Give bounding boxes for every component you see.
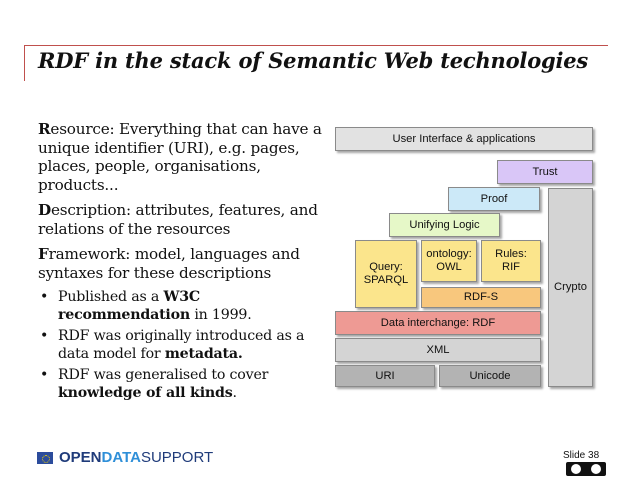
- paragraph-text: escription: attributes, features, and re…: [38, 201, 318, 238]
- initial-letter: F: [38, 245, 49, 263]
- paragraph-description: Description: attributes, features, and r…: [38, 201, 330, 238]
- stack-block-trust: Trust: [497, 160, 593, 184]
- header-rule-left: [24, 45, 25, 81]
- bullet-icon: •: [40, 367, 49, 383]
- stack-block-rdfs: RDF-S: [421, 287, 541, 308]
- paragraph-text: ramework: model, languages and syntaxes …: [38, 245, 300, 282]
- slide-title: RDF in the stack of Semantic Web technol…: [38, 48, 589, 73]
- bullet-item: •RDF was originally introduced as a data…: [40, 328, 305, 362]
- bullet-item: •Published as a W3C recommendation in 19…: [40, 289, 252, 323]
- logo-data: DATA: [101, 449, 141, 466]
- paragraph-text: esource: Everything that can have a uniq…: [38, 120, 322, 194]
- paragraph-resource: Resource: Everything that can have a uni…: [38, 120, 330, 194]
- initial-letter: D: [38, 201, 51, 219]
- body-text: Resource: Everything that can have a uni…: [38, 120, 330, 405]
- stack-block-unifying-logic: Unifying Logic: [389, 213, 500, 237]
- stack-block-crypto: Crypto: [548, 188, 593, 387]
- paragraph-framework: Framework: model, languages and syntaxes…: [38, 245, 330, 282]
- stack-block-uri: URI: [335, 365, 435, 387]
- header-rule-top: [24, 45, 608, 46]
- stack-block-proof: Proof: [448, 187, 540, 211]
- bullet-icon: •: [40, 289, 49, 305]
- eu-flag-icon: [37, 451, 53, 464]
- stack-block-data-interchange: Data interchange: RDF: [335, 311, 541, 335]
- creative-commons-icon: [566, 462, 606, 476]
- logo-open: OPEN: [59, 449, 102, 466]
- open-data-support-logo: OPEN DATA SUPPORT: [37, 449, 213, 466]
- stack-block-unicode: Unicode: [439, 365, 541, 387]
- stack-block-ui: User Interface & applications: [335, 127, 593, 151]
- bullet-icon: •: [40, 328, 49, 344]
- initial-letter: R: [38, 120, 51, 138]
- slide-number: Slide 38: [563, 450, 600, 461]
- bullet-item: •RDF was generalised to cover knowledge …: [40, 367, 269, 401]
- logo-support: SUPPORT: [140, 449, 214, 466]
- stack-block-rules: Rules:RIF: [481, 240, 541, 282]
- stack-block-ontology: ontology:OWL: [421, 240, 477, 282]
- stack-block-query: Query:SPARQL: [355, 240, 417, 308]
- stack-block-xml: XML: [335, 338, 541, 362]
